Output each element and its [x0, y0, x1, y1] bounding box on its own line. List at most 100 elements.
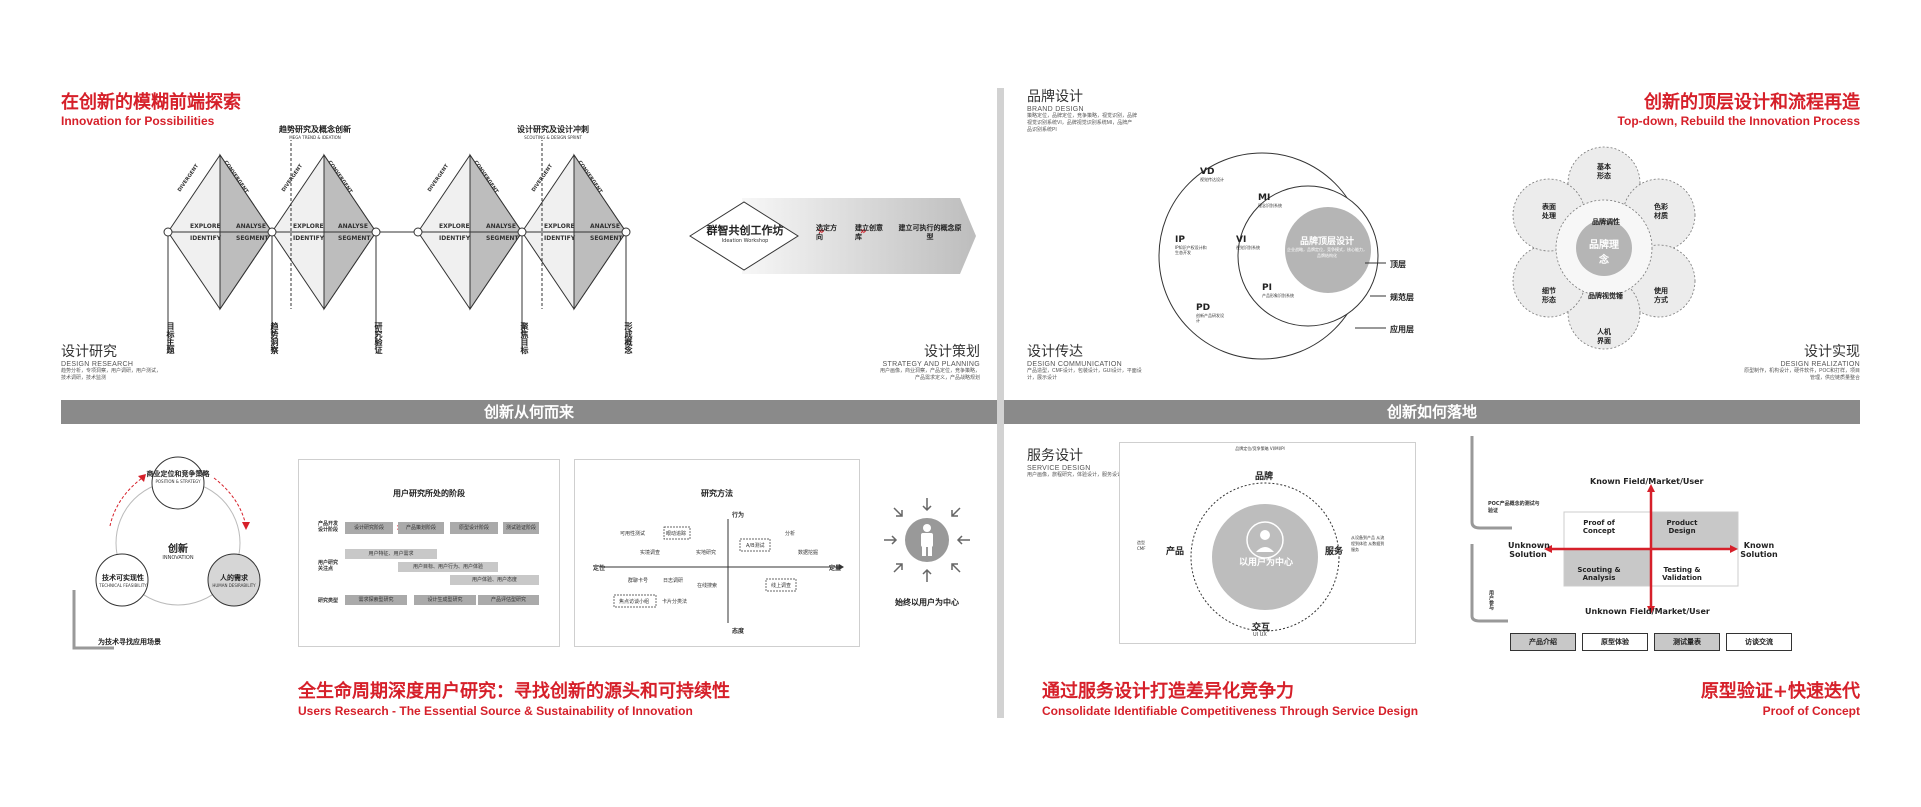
method-13: 线上调查	[771, 583, 792, 589]
double-diamond-diagram: EXPLORE IDENTIFY ANALYSE SEGMENT EXPLORE…	[163, 140, 631, 350]
axis-right: 定量	[829, 565, 842, 572]
method-1: 可用性测试	[620, 531, 646, 537]
brand-core-sub: 企业战略，品牌定位，竞争模式，核心能力，品牌结构化	[1287, 247, 1367, 258]
label-identify-4: IDENTIFY	[544, 235, 576, 242]
method-8: 群聊卡号	[628, 578, 649, 584]
brand-core: 品牌顶层设计	[1299, 237, 1354, 247]
petal-2: 色彩材质	[1654, 203, 1668, 220]
poc-quadrant-1: Proof of Concept	[1582, 519, 1616, 535]
method-11: 在线搜索	[697, 583, 718, 589]
poc-top-axis: Known Field/Market/User	[1590, 477, 1704, 486]
service-left-note: 造型 CMF	[1137, 540, 1146, 551]
layer-vi-sub: 视觉识别系统	[1236, 245, 1260, 250]
stage-item-4: 测试验证阶段	[503, 522, 539, 534]
layer-vi: VI	[1236, 235, 1247, 245]
label-identify-2: IDENTIFY	[293, 235, 325, 242]
axis-top: 行为	[732, 512, 745, 519]
type-item-3: 产品评估型研究	[478, 595, 539, 605]
milestone-4: 聚焦目标	[520, 322, 529, 354]
service-title: 服务设计	[1027, 448, 1083, 464]
flower-inner-top: 品牌调性	[1592, 218, 1620, 226]
service-en: SERVICE DESIGN	[1027, 465, 1091, 472]
flower-inner-bottom: 品牌视觉锤	[1588, 292, 1623, 300]
poc-bottom-axis: Unknown Field/Market/User	[1585, 607, 1710, 616]
diamond-group-2-title: 设计研究及设计冲刺	[517, 125, 589, 134]
stage-item-2: 产品策划阶段	[398, 522, 444, 534]
service-top: 品牌	[1255, 472, 1274, 482]
top-right-subtitle: Top-down, Rebuild the Innovation Process	[1617, 114, 1860, 128]
design-research-en: DESIGN RESEARCH	[61, 361, 134, 368]
poc-title: 原型验证+快速迭代	[1700, 681, 1860, 702]
poc-button-product-intro[interactable]: 产品介绍	[1510, 633, 1576, 651]
label-segment-2: SEGMENT	[338, 235, 371, 242]
design-real-desc: 原型制作，机构设计，硬件软件，POC和打样，项目管理，供应链质量整合	[1744, 368, 1860, 381]
arrow-top-layer: 顶层	[1390, 260, 1406, 269]
label-analyse-4: ANALYSE	[590, 223, 620, 230]
strategy-title: 设计策划	[924, 344, 980, 360]
milestone-5: 形成概念	[624, 322, 633, 354]
label-identify-1: IDENTIFY	[190, 235, 222, 242]
user-centered-icon	[884, 498, 970, 582]
poc-quadrant-4: Testing & Validation	[1662, 566, 1702, 582]
label-explore-2: EXPLORE	[293, 223, 324, 230]
methods-title: 研究方法	[701, 489, 733, 498]
workshop-arrow: » »	[689, 198, 976, 274]
top-right-title: 创新的顶层设计和流程再造	[1644, 92, 1860, 113]
flower-diagram	[1512, 146, 1696, 350]
focus-item-2: 用户目标、用户行为、用户体验	[398, 562, 498, 572]
design-real-title: 设计实现	[1804, 344, 1860, 360]
workshop-step-3: 建立可执行的概念原型	[898, 224, 962, 241]
brand-design-desc: 策略定位，品牌定位，竞争策略，视觉识别，品牌视觉识别系统VI，品牌视觉识别系统M…	[1027, 113, 1138, 133]
service-diagram	[1190, 482, 1340, 632]
stages-title: 用户研究所处的阶段	[393, 489, 465, 498]
layer-vd-sub: 视觉传达设计	[1200, 177, 1224, 182]
type-item-2: 设计生成型研究	[414, 595, 476, 605]
method-9: 日志调研	[663, 578, 684, 584]
layer-ip-sub: IP知识产权设计和生态开发	[1175, 245, 1207, 255]
label-analyse-2: ANALYSE	[338, 223, 368, 230]
cycle-top-en: POSITION & STRATEGY	[155, 479, 201, 484]
poc-vertical-note: 用户参与	[1488, 590, 1494, 610]
layer-mi-sub: 理念识别系统	[1258, 203, 1282, 208]
method-4: 实境调查	[640, 550, 661, 556]
poc-right-axis: Known Solution	[1740, 541, 1778, 559]
method-10: 焦点访谈小组	[619, 599, 650, 605]
diamond-group-1-title: 趋势研究及概念创新	[279, 125, 351, 134]
method-6: A/B测试	[746, 543, 765, 549]
service-right: 服务	[1325, 547, 1344, 557]
poc-button-test-scale[interactable]: 测试量表	[1654, 633, 1720, 651]
axis-left: 定性	[593, 565, 606, 572]
brand-design-title: 品牌设计	[1027, 89, 1083, 105]
label-identify-3: IDENTIFY	[439, 235, 471, 242]
stage-row-1-label: 产品开发设计阶段	[318, 521, 339, 533]
cycle-top: 商业定位和竞争策略	[146, 470, 210, 478]
bottom-left-title: 全生命周期深度用户研究：寻找创新的源头和可持续性	[298, 681, 730, 702]
stage-row-2-label: 用户研究关注点	[318, 560, 339, 572]
poc-diagram	[1470, 436, 1739, 623]
bottom-left-subtitle: Users Research - The Essential Source & …	[298, 704, 693, 718]
stage-item-1: 设计研究阶段	[345, 522, 393, 534]
label-explore-4: EXPLORE	[544, 223, 575, 230]
design-research-desc: 趋势分析，专项洞察，用户调研，用户测试，技术调研，技术监测	[61, 368, 162, 381]
method-12: 卡片分类法	[662, 599, 688, 605]
focus-item-3: 用户体验、用户态度	[450, 575, 539, 585]
cycle-center-en: INNOVATION	[162, 555, 194, 561]
cycle-right: 人的需求	[220, 574, 248, 582]
label-analyse-1: ANALYSE	[236, 223, 266, 230]
design-comm-desc: 产品造型，CMF设计，包装设计，GUI设计，平面设计，展示设计	[1027, 368, 1142, 381]
petal-1: 基本形态	[1597, 163, 1611, 180]
petal-4: 人机界面	[1597, 328, 1611, 345]
petal-6: 表面处理	[1542, 203, 1556, 220]
label-segment-1: SEGMENT	[236, 235, 269, 242]
layer-pi: PI	[1262, 283, 1272, 293]
cycle-left: 技术可实现性	[102, 574, 144, 582]
method-7: 数据挖掘	[798, 550, 819, 556]
methods-panel: 研究方法	[574, 459, 860, 647]
poc-left-axis: Unknown Solution	[1508, 541, 1550, 559]
label-analyse-3: ANALYSE	[486, 223, 516, 230]
poc-button-prototype[interactable]: 原型体验	[1582, 633, 1648, 651]
method-3: 分析	[785, 531, 796, 537]
svg-text:»: »	[818, 226, 824, 237]
poc-button-interview[interactable]: 访谈交流	[1726, 633, 1792, 651]
milestone-1: 目标主题	[166, 322, 175, 354]
